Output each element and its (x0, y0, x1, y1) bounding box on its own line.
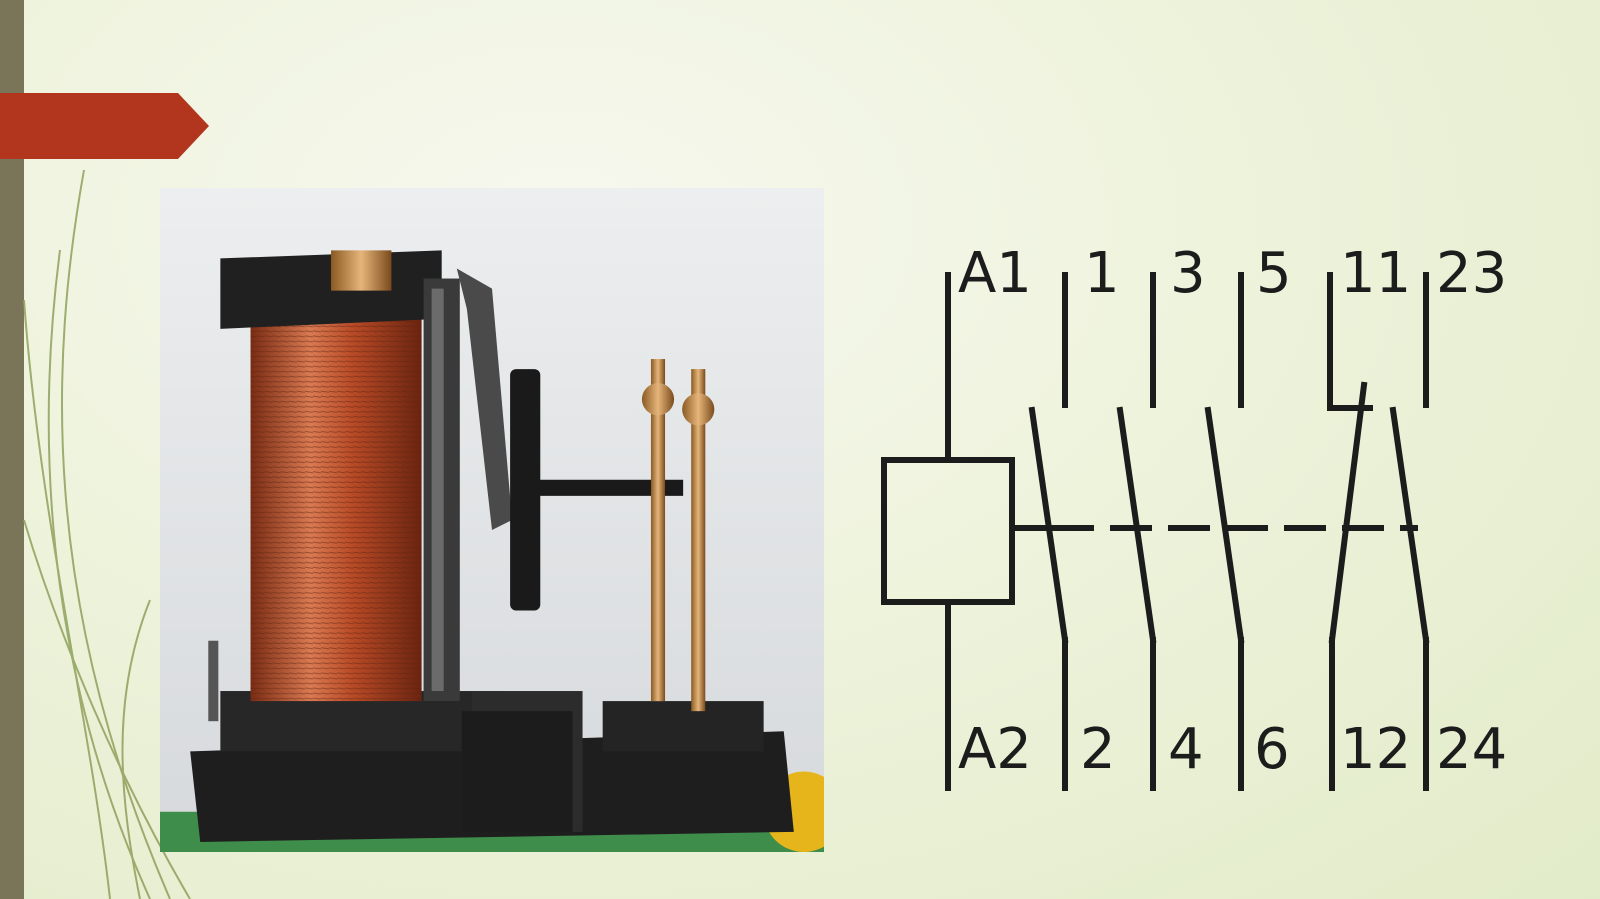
contact-3-blade (1116, 406, 1157, 644)
terminal-label-24: 24 (1436, 717, 1507, 782)
terminal-label-a2: A2 (958, 717, 1032, 782)
terminal-label-6: 6 (1254, 717, 1290, 782)
terminal-label-23: 23 (1436, 241, 1507, 306)
contact-11-blade (1328, 381, 1368, 644)
armature (456, 268, 513, 531)
brass-rivet (331, 250, 392, 291)
terminal-label-12: 12 (1340, 717, 1411, 782)
actuator-arm (522, 479, 684, 496)
contact-5-blade (1204, 406, 1245, 644)
contact-23-blade (1389, 406, 1430, 644)
terminal-label-5: 5 (1256, 241, 1292, 306)
contact-spring-2 (691, 369, 706, 712)
coil-windings (250, 318, 422, 702)
relay-photo (160, 188, 824, 852)
lead-wire (208, 640, 219, 722)
yoke-highlight (431, 288, 444, 692)
contact-1-blade (1028, 406, 1069, 644)
terminal-label-a1: A1 (958, 241, 1032, 306)
terminal-label-3: 3 (1170, 241, 1206, 306)
terminal-label-2: 2 (1080, 717, 1116, 782)
smd-chip (461, 711, 573, 832)
terminal-label-11: 11 (1340, 241, 1411, 306)
title-accent-arrow (0, 93, 209, 159)
terminal-label-4: 4 (1168, 717, 1204, 782)
contactor-schematic: A1 A2 1 2 3 4 5 6 11 12 23 24 (881, 241, 1507, 791)
terminal-label-1: 1 (1084, 241, 1120, 306)
coil-box (881, 457, 1015, 605)
contact-spring-1 (650, 359, 666, 702)
contact-tip-1 (641, 383, 675, 416)
contact-base (602, 701, 764, 752)
contact-tip-2 (682, 393, 715, 426)
